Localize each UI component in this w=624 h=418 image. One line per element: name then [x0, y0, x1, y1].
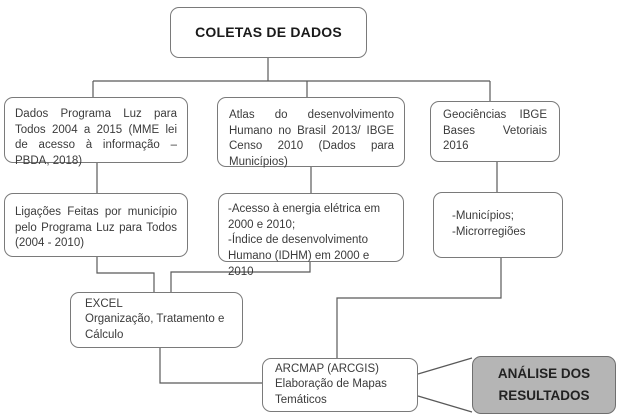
detail-box-ligacoes: Ligações Feitas por município pelo Progr…: [4, 193, 188, 257]
coletas-de-dados-label: COLETAS DE DADOS: [195, 23, 342, 40]
detail-indicadores-line-2: -Índice de desenvolvimento Humano (IDHM)…: [228, 234, 370, 278]
arcmap-box: ARCMAP (ARCGIS) Elaboração de Mapas Temá…: [262, 358, 418, 412]
analise-resultados-label: ANÁLISE DOS RESULTADOS: [497, 365, 591, 403]
connector-detail2-to-excel: [170, 262, 311, 292]
source-box-geociencias-ibge: Geociências IBGE Bases Vetoriais 2016: [430, 101, 560, 162]
source-box-atlas-idh: Atlas do desenvolvimento Humano no Brasi…: [217, 97, 405, 168]
source-luz-para-todos-text: Dados Programa Luz para Todos 2004 a 201…: [15, 108, 177, 167]
arcmap-subtitle: Elaboração de Mapas Temáticos: [275, 378, 387, 406]
source-atlas-idh-text: Atlas do desenvolvimento Humano no Brasi…: [229, 109, 394, 168]
detail-box-bases-vetoriais: -Municípios; -Microrregiões: [433, 192, 563, 258]
connector-excel-to-arcmap: [159, 348, 262, 384]
excel-subtitle: Organização, Tratamento e Cálculo: [85, 313, 225, 341]
analise-resultados-box: ANÁLISE DOS RESULTADOS: [472, 356, 616, 414]
connector-arcmap-to-result-bottom: [417, 395, 473, 413]
arcmap-title: ARCMAP (ARCGIS): [275, 362, 379, 375]
coletas-de-dados-box: COLETAS DE DADOS: [170, 7, 367, 58]
detail-municipios-line: -Municípios;: [452, 210, 514, 223]
detail-indicadores-line-1: -Acesso à energia elétrica em 2000 e 201…: [228, 203, 381, 231]
detail-ligacoes-text: Ligações Feitas por município pelo Progr…: [15, 206, 177, 250]
source-geociencias-text: Geociências IBGE Bases Vetoriais 2016: [443, 109, 547, 153]
excel-box: EXCEL Organização, Tratamento e Cálculo: [70, 292, 243, 348]
excel-title: EXCEL: [85, 297, 123, 310]
detail-microrregioes-line: -Microrregiões: [452, 226, 526, 238]
connector-arcmap-to-result-top: [417, 357, 473, 375]
connector-detail1-to-excel: [96, 257, 155, 292]
detail-box-indicadores: -Acesso à energia elétrica em 2000 e 201…: [218, 193, 404, 278]
source-box-luz-para-todos: Dados Programa Luz para Todos 2004 a 201…: [4, 97, 188, 167]
connector-detail3-to-arcmap: [336, 258, 502, 358]
